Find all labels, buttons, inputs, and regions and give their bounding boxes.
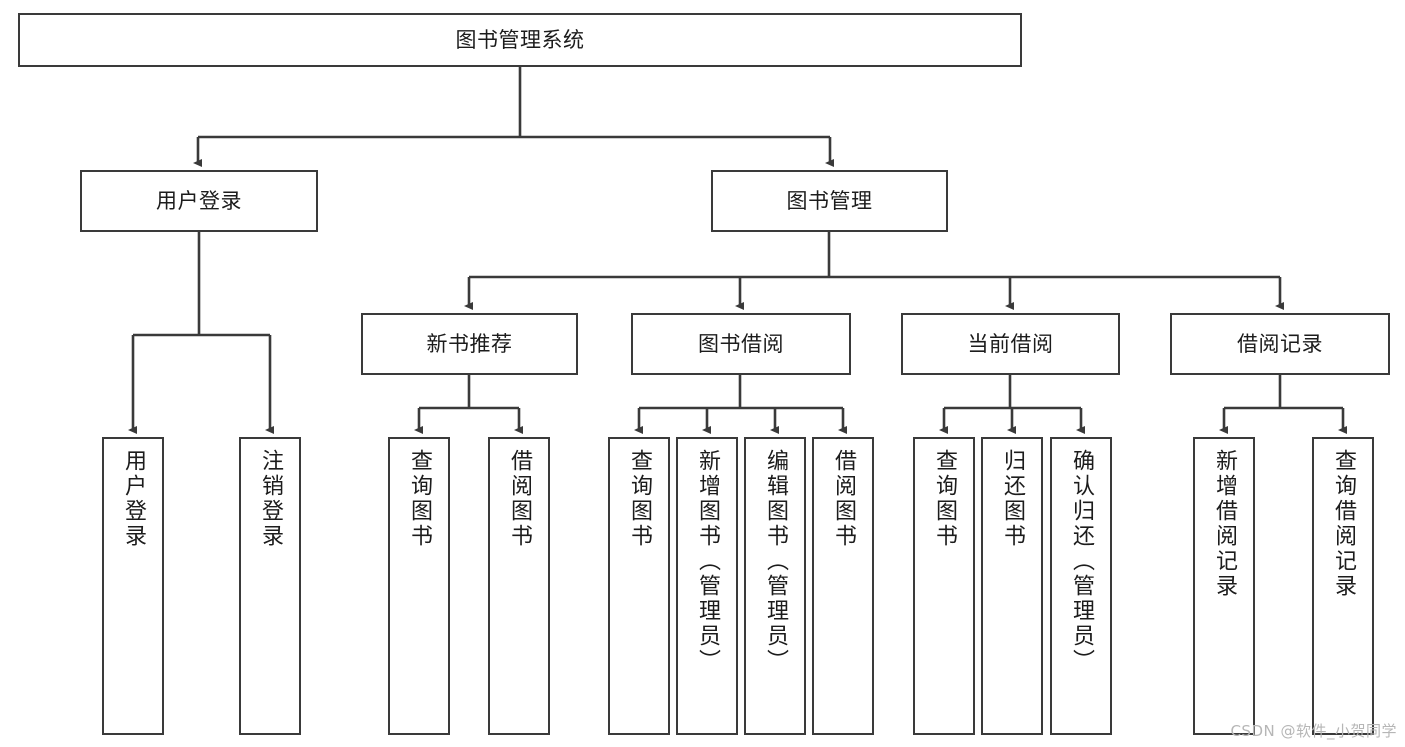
node-root-system[interactable]: 图书管理系统 <box>18 13 1022 67</box>
node-label-root-system: 图书管理系统 <box>455 27 585 52</box>
node-label-leaf-borrow-record-query: 查询借阅记录 <box>1330 449 1356 599</box>
node-leaf-current-borrow-return[interactable]: 归还图书 <box>981 437 1043 735</box>
watermark-label: CSDN @软件_小贺同学 <box>1230 722 1397 740</box>
node-new-book-recommend[interactable]: 新书推荐 <box>361 313 578 375</box>
node-current-borrow[interactable]: 当前借阅 <box>901 313 1120 375</box>
node-leaf-user-login-signout[interactable]: 注销登录 <box>239 437 301 735</box>
node-label-leaf-user-login-signin: 用户登录 <box>120 449 146 549</box>
node-label-leaf-book-borrow-lend: 借阅图书 <box>830 449 856 549</box>
node-leaf-current-borrow-confirm[interactable]: 确认归还（管理员） <box>1050 437 1112 735</box>
node-label-book-management: 图书管理 <box>786 188 873 213</box>
node-book-borrow[interactable]: 图书借阅 <box>631 313 851 375</box>
node-label-borrow-record: 借阅记录 <box>1237 331 1323 356</box>
node-leaf-current-borrow-query[interactable]: 查询图书 <box>913 437 975 735</box>
node-label-leaf-current-borrow-return: 归还图书 <box>999 449 1025 549</box>
node-label-leaf-user-login-signout: 注销登录 <box>257 449 283 549</box>
node-leaf-new-book-query[interactable]: 查询图书 <box>388 437 450 735</box>
node-label-leaf-current-borrow-confirm: 确认归还（管理员） <box>1068 449 1094 674</box>
node-leaf-book-borrow-add[interactable]: 新增图书（管理员） <box>676 437 738 735</box>
node-leaf-borrow-record-add[interactable]: 新增借阅记录 <box>1193 437 1255 735</box>
node-label-current-borrow: 当前借阅 <box>967 331 1054 356</box>
node-label-leaf-borrow-record-add: 新增借阅记录 <box>1211 449 1237 599</box>
node-leaf-user-login-signin[interactable]: 用户登录 <box>102 437 164 735</box>
node-label-leaf-book-borrow-edit: 编辑图书（管理员） <box>762 449 788 674</box>
node-leaf-borrow-record-query[interactable]: 查询借阅记录 <box>1312 437 1374 735</box>
node-label-leaf-current-borrow-query: 查询图书 <box>931 449 957 549</box>
node-borrow-record[interactable]: 借阅记录 <box>1170 313 1390 375</box>
node-label-book-borrow: 图书借阅 <box>698 331 784 356</box>
node-book-management[interactable]: 图书管理 <box>711 170 948 232</box>
node-leaf-new-book-borrow[interactable]: 借阅图书 <box>488 437 550 735</box>
node-label-leaf-book-borrow-query: 查询图书 <box>626 449 652 549</box>
node-leaf-book-borrow-edit[interactable]: 编辑图书（管理员） <box>744 437 806 735</box>
node-leaf-book-borrow-query[interactable]: 查询图书 <box>608 437 670 735</box>
node-label-leaf-book-borrow-add: 新增图书（管理员） <box>694 449 720 674</box>
node-label-user-login: 用户登录 <box>156 188 242 213</box>
node-leaf-book-borrow-lend[interactable]: 借阅图书 <box>812 437 874 735</box>
node-user-login[interactable]: 用户登录 <box>80 170 318 232</box>
node-label-leaf-new-book-query: 查询图书 <box>406 449 432 549</box>
node-label-leaf-new-book-borrow: 借阅图书 <box>506 449 532 549</box>
node-label-new-book-recommend: 新书推荐 <box>426 331 513 356</box>
